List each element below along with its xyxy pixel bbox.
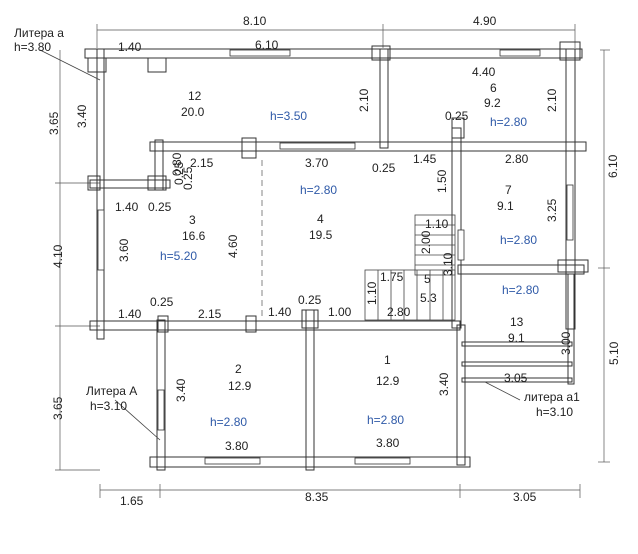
dim-6-10-right: 6.10 — [606, 154, 620, 178]
room-number: 2 — [235, 362, 242, 376]
dim-1-50: 1.50 — [435, 169, 449, 193]
dim-4-60: 4.60 — [226, 234, 240, 258]
dim-0-25-b: 0.25 — [181, 166, 195, 190]
room-area: 16.6 — [182, 229, 206, 243]
dim-1-10-b: 1.10 — [365, 281, 379, 305]
dim-3-80-b: 3.80 — [376, 436, 400, 450]
dim-1-65-bottom: 1.65 — [120, 494, 144, 508]
room-7: 7 9.1 h=2.80 — [497, 183, 537, 247]
dim-2-80-b: 2.80 — [387, 305, 411, 319]
dim-1-75: 1.75 — [380, 270, 404, 284]
litera-a1-label: литера а1 — [524, 390, 580, 404]
litera-a1-height: h=3.10 — [536, 405, 573, 419]
dim-3-10: 3.10 — [441, 252, 455, 276]
dim-3-70: 3.70 — [305, 156, 329, 170]
room-3: 3 16.6 h=5.20 — [160, 213, 206, 263]
dim-8-10: 8.10 — [243, 14, 267, 28]
dim-3-05-right: 3.05 — [504, 371, 528, 385]
room-number: 5 — [424, 272, 431, 286]
litera-a-height: h=3.80 — [14, 40, 51, 54]
dim-2-15-a: 2.15 — [190, 156, 214, 170]
dim-2-10-b: 2.10 — [545, 88, 559, 112]
room-1: 1 12.9 h=2.80 — [367, 353, 404, 427]
dim-4-40: 4.40 — [472, 65, 496, 79]
dim-3-80-a: 3.80 — [225, 439, 249, 453]
dim-2-10-a: 2.10 — [357, 88, 371, 112]
dim-3-40-left-b: 3.40 — [174, 378, 188, 402]
dim-0-25-g: 0.25 — [172, 161, 186, 185]
dim-1-45: 1.45 — [413, 152, 437, 166]
dim-2-15-b: 2.15 — [198, 307, 222, 321]
dim-0-25-c: 0.25 — [372, 161, 396, 175]
litera-A-height: h=3.10 — [90, 399, 127, 413]
room-6: 6 9.2 h=2.80 — [484, 81, 527, 129]
room-2: 2 12.9 h=2.80 — [210, 362, 252, 429]
room-height: h=2.80 — [500, 233, 537, 247]
dim-0-80: 0.80 — [170, 152, 184, 176]
room-area: 9.1 — [497, 199, 514, 213]
dim-3-65-left: 3.65 — [47, 111, 61, 135]
dim-1-10-a: 1.10 — [425, 217, 449, 231]
room-area: 12.9 — [376, 374, 400, 388]
room-height: h=2.80 — [210, 415, 247, 429]
dim-3-00: 3.00 — [559, 331, 573, 355]
room-number: 4 — [317, 212, 324, 226]
dim-3-40-left: 3.40 — [75, 104, 89, 128]
leader-lines — [39, 49, 521, 441]
dim-0-25-d: 0.25 — [148, 200, 172, 214]
dim-4-10-left: 4.10 — [51, 244, 65, 268]
dim-3-60-left: 3.60 — [117, 238, 131, 262]
room-area: 20.0 — [181, 105, 205, 119]
room-number: 12 — [188, 89, 202, 103]
dim-3-40-c: 3.40 — [437, 372, 451, 396]
room-number: 6 — [490, 81, 497, 95]
room-number: 7 — [505, 183, 512, 197]
room-area: 5.3 — [420, 291, 437, 305]
dimension-lines — [55, 24, 610, 498]
dim-1-40-b: 1.40 — [118, 307, 142, 321]
room-height: h=2.80 — [502, 283, 539, 297]
room-height: h=5.20 — [160, 249, 197, 263]
room-number: 3 — [189, 213, 196, 227]
room-height: h=2.80 — [300, 183, 337, 197]
room-4: h=2.80 4 19.5 — [300, 183, 337, 242]
room-height: h=2.80 — [367, 413, 404, 427]
room-height: h=3.50 — [270, 109, 307, 123]
wall-posts — [87, 41, 589, 333]
dim-4-90: 4.90 — [473, 14, 497, 28]
room-area: 12.9 — [228, 379, 252, 393]
dim-3-65-left-b: 3.65 — [51, 396, 65, 420]
room-area: 9.1 — [508, 331, 525, 345]
dim-6-10-top: 6.10 — [255, 38, 279, 52]
room-12: 12 20.0 h=3.50 — [181, 89, 307, 123]
room-area: 19.5 — [309, 228, 333, 242]
room-area: 9.2 — [484, 96, 501, 110]
dim-0-25-a: 0.25 — [445, 109, 469, 123]
dim-3-25: 3.25 — [545, 198, 559, 222]
dim-5-10-right: 5.10 — [607, 341, 621, 365]
room-number: 1 — [384, 353, 391, 367]
room-5: 5 5.3 — [420, 272, 437, 305]
dim-1-40-c: 1.40 — [268, 305, 292, 319]
litera-a-label: Литера а — [14, 26, 64, 40]
room-height: h=2.80 — [490, 115, 527, 129]
dim-3-05-bottom: 3.05 — [513, 490, 537, 504]
dim-1-40-top: 1.40 — [118, 40, 142, 54]
windows — [97, 49, 574, 465]
dim-0-25-e: 0.25 — [150, 295, 174, 309]
dim-2-80-a: 2.80 — [505, 152, 529, 166]
walls — [84, 48, 587, 471]
dim-8-35-bottom: 8.35 — [305, 490, 329, 504]
room-number: 13 — [510, 315, 524, 329]
dim-1-40-a: 1.40 — [115, 200, 139, 214]
staircase — [364, 214, 456, 321]
dim-0-25-f: 0.25 — [298, 293, 322, 307]
litera-A-label: Литера А — [86, 384, 137, 398]
dim-2-00: 2.00 — [419, 230, 433, 254]
dim-1-00: 1.00 — [328, 305, 352, 319]
room-13: h=2.80 13 9.1 — [502, 283, 539, 345]
